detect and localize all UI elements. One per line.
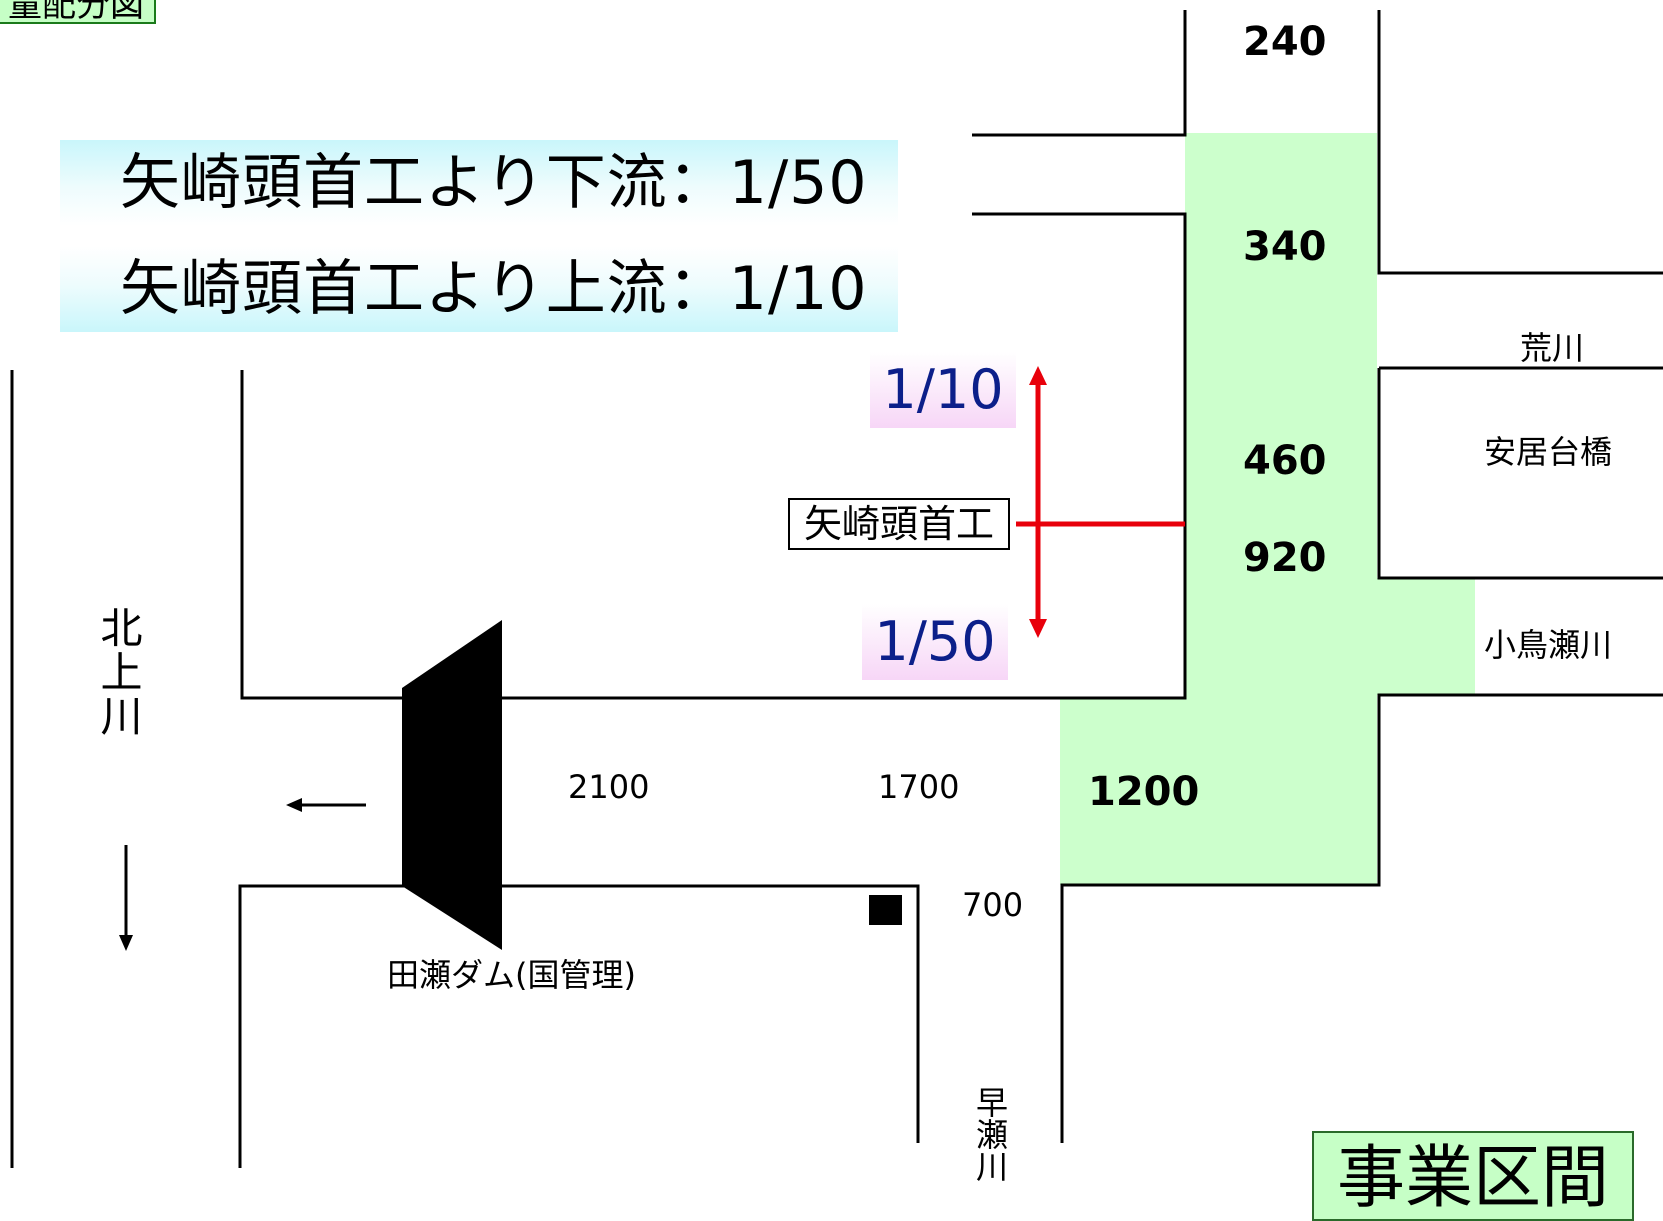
flow-arrow-south-head xyxy=(119,935,133,951)
tase-dam-label: 田瀬ダム(国管理) xyxy=(387,956,636,994)
flow-value-920: 920 xyxy=(1243,535,1327,581)
downstream-grade-label: 1/50 xyxy=(862,604,1008,680)
bridge-reach-bank xyxy=(1377,368,1663,580)
grade-arrow-down-head xyxy=(1029,619,1047,638)
arakawa-label: 荒川 xyxy=(1520,329,1585,367)
diagram-title: 量配分図 xyxy=(8,0,144,24)
marker-square xyxy=(869,895,902,925)
flow-value-2100: 2100 xyxy=(568,768,650,806)
grade-arrow-up-head xyxy=(1029,366,1047,385)
flow-value-700: 700 xyxy=(962,886,1024,924)
upper-reach-right-bank xyxy=(1377,10,1663,275)
flow-arrows xyxy=(119,798,366,951)
kotorisegawa-label: 小鳥瀬川 xyxy=(1484,626,1613,664)
flow-value-1200: 1200 xyxy=(1088,769,1200,815)
project-section-area xyxy=(1060,133,1475,885)
flow-arrow-west-head xyxy=(286,798,302,812)
flow-value-340: 340 xyxy=(1243,224,1327,270)
upstream-gradient-banner: 矢崎頭首工より上流：1/10 xyxy=(60,246,898,332)
yasuidai-bridge-label: 安居台橋 xyxy=(1484,433,1613,471)
upstream-grade-label: 1/10 xyxy=(870,352,1016,428)
main-channel-south-bank xyxy=(238,884,920,1168)
weir-name-label: 矢崎頭首工 xyxy=(788,498,1010,550)
upper-reach-left-bank xyxy=(972,10,1187,137)
downstream-gradient-banner: 矢崎頭首工より下流：1/50 xyxy=(60,140,898,226)
tase-dam-shape xyxy=(402,620,502,950)
hayase-river-label: 早瀬川 xyxy=(971,1086,1009,1182)
flow-value-460: 460 xyxy=(1243,438,1327,484)
flow-value-1700: 1700 xyxy=(878,768,960,806)
diagram-title-box: 量配分図 xyxy=(0,0,156,24)
project-section-legend: 事業区間 xyxy=(1312,1131,1634,1221)
project-section-label: 事業区間 xyxy=(1336,1139,1609,1218)
river-outlines xyxy=(10,10,1663,1168)
kotorisegawa-south-bank xyxy=(1060,693,1663,1143)
kitakami-river-label: 北上川 xyxy=(94,606,143,738)
main-channel-north-bank xyxy=(240,212,1187,700)
flow-value-240: 240 xyxy=(1243,19,1327,65)
weir-marker xyxy=(1016,366,1185,638)
